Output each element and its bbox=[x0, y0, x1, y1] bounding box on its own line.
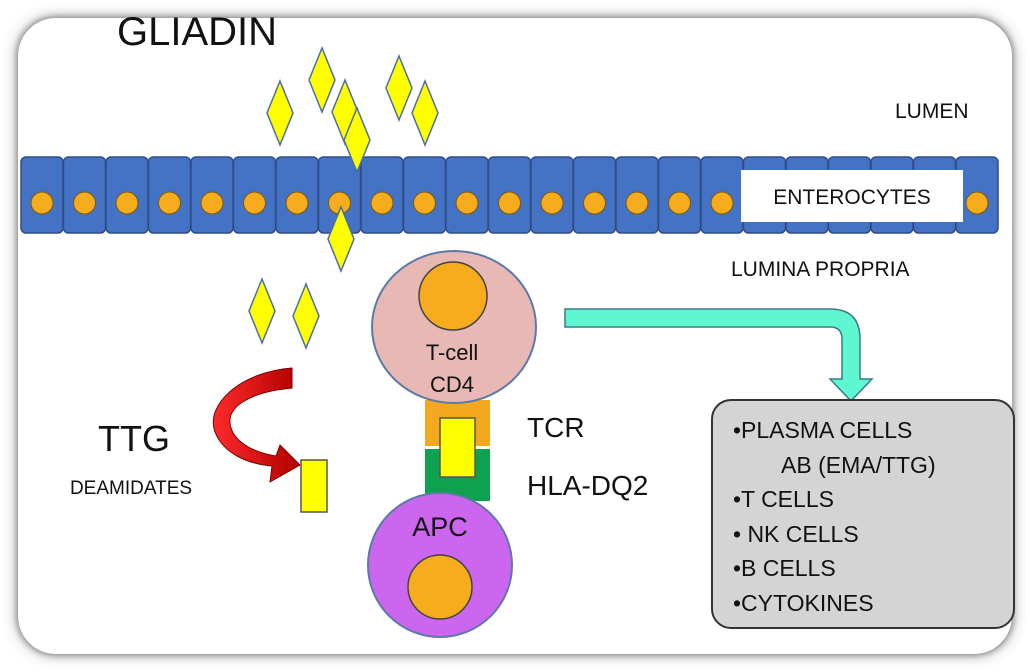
apc-nucleus bbox=[407, 554, 473, 620]
enterocyte-nucleus bbox=[200, 191, 224, 215]
enterocyte-nucleus bbox=[285, 191, 309, 215]
deamidates-label: DEAMIDATES bbox=[70, 478, 192, 499]
t-cell-label: T-cell bbox=[426, 340, 479, 365]
gliadin-peptide bbox=[248, 277, 276, 345]
lumen-label: LUMEN bbox=[895, 100, 969, 123]
deamidation-arrow bbox=[212, 367, 301, 483]
gliadin-peptide bbox=[385, 54, 413, 122]
apc-label: APC bbox=[412, 512, 468, 542]
cd4-label: CD4 bbox=[430, 372, 474, 397]
gliadin-peptide bbox=[411, 79, 439, 147]
list-item: •B CELLS bbox=[733, 555, 836, 581]
list-item: • NK CELLS bbox=[733, 520, 859, 547]
gliadin-peptide bbox=[343, 106, 371, 174]
enterocyte-nucleus bbox=[243, 191, 266, 215]
gliadin-peptide bbox=[266, 79, 294, 147]
ttg-label: TTG bbox=[98, 418, 170, 459]
list-item: AB (EMA/TTG) bbox=[781, 451, 936, 478]
list-item: •T CELLS bbox=[733, 486, 834, 512]
hla-dq2-label: HLA-DQ2 bbox=[527, 470, 648, 501]
enterocyte-nucleus bbox=[965, 191, 989, 215]
tcr-label: TCR bbox=[527, 412, 585, 443]
immune-response-box: •PLASMA CELLS AB (EMA/TTG) •T CELLS • NK… bbox=[711, 399, 1015, 629]
enterocytes-label: ENTEROCYTES bbox=[773, 186, 931, 209]
enterocytes-label-box bbox=[741, 170, 963, 222]
list-item: •CYTOKINES bbox=[733, 589, 874, 616]
enterocyte-nucleus bbox=[73, 191, 96, 215]
enterocyte-nucleus bbox=[710, 191, 734, 215]
gliadin-peptide bbox=[308, 46, 336, 114]
enterocyte-nucleus bbox=[583, 191, 606, 215]
enterocyte-nucleus bbox=[668, 191, 691, 215]
enterocyte-nucleus bbox=[115, 191, 139, 215]
enterocyte-nucleus bbox=[158, 191, 181, 215]
enterocyte-nucleus bbox=[625, 191, 649, 215]
list-item: •PLASMA CELLS bbox=[733, 417, 913, 443]
deamidated-peptide bbox=[300, 459, 328, 513]
gliadin-peptide bbox=[292, 282, 320, 350]
enterocyte-nucleus bbox=[455, 191, 479, 215]
enterocyte-nucleus bbox=[370, 191, 394, 215]
peptide-in-groove bbox=[439, 417, 476, 478]
diagram-title: GLIADIN bbox=[117, 10, 277, 54]
enterocyte-nucleus bbox=[540, 191, 564, 215]
enterocyte-nucleus bbox=[30, 191, 54, 215]
enterocyte-nucleus bbox=[498, 191, 521, 215]
activation-arrow bbox=[564, 308, 874, 403]
t-cell-nucleus bbox=[418, 261, 488, 331]
gliadin-peptides bbox=[248, 46, 439, 350]
gliadin-peptide bbox=[327, 205, 355, 273]
enterocyte-nucleus bbox=[413, 191, 436, 215]
lamina-propria-label: LUMINA PROPRIA bbox=[731, 258, 910, 281]
